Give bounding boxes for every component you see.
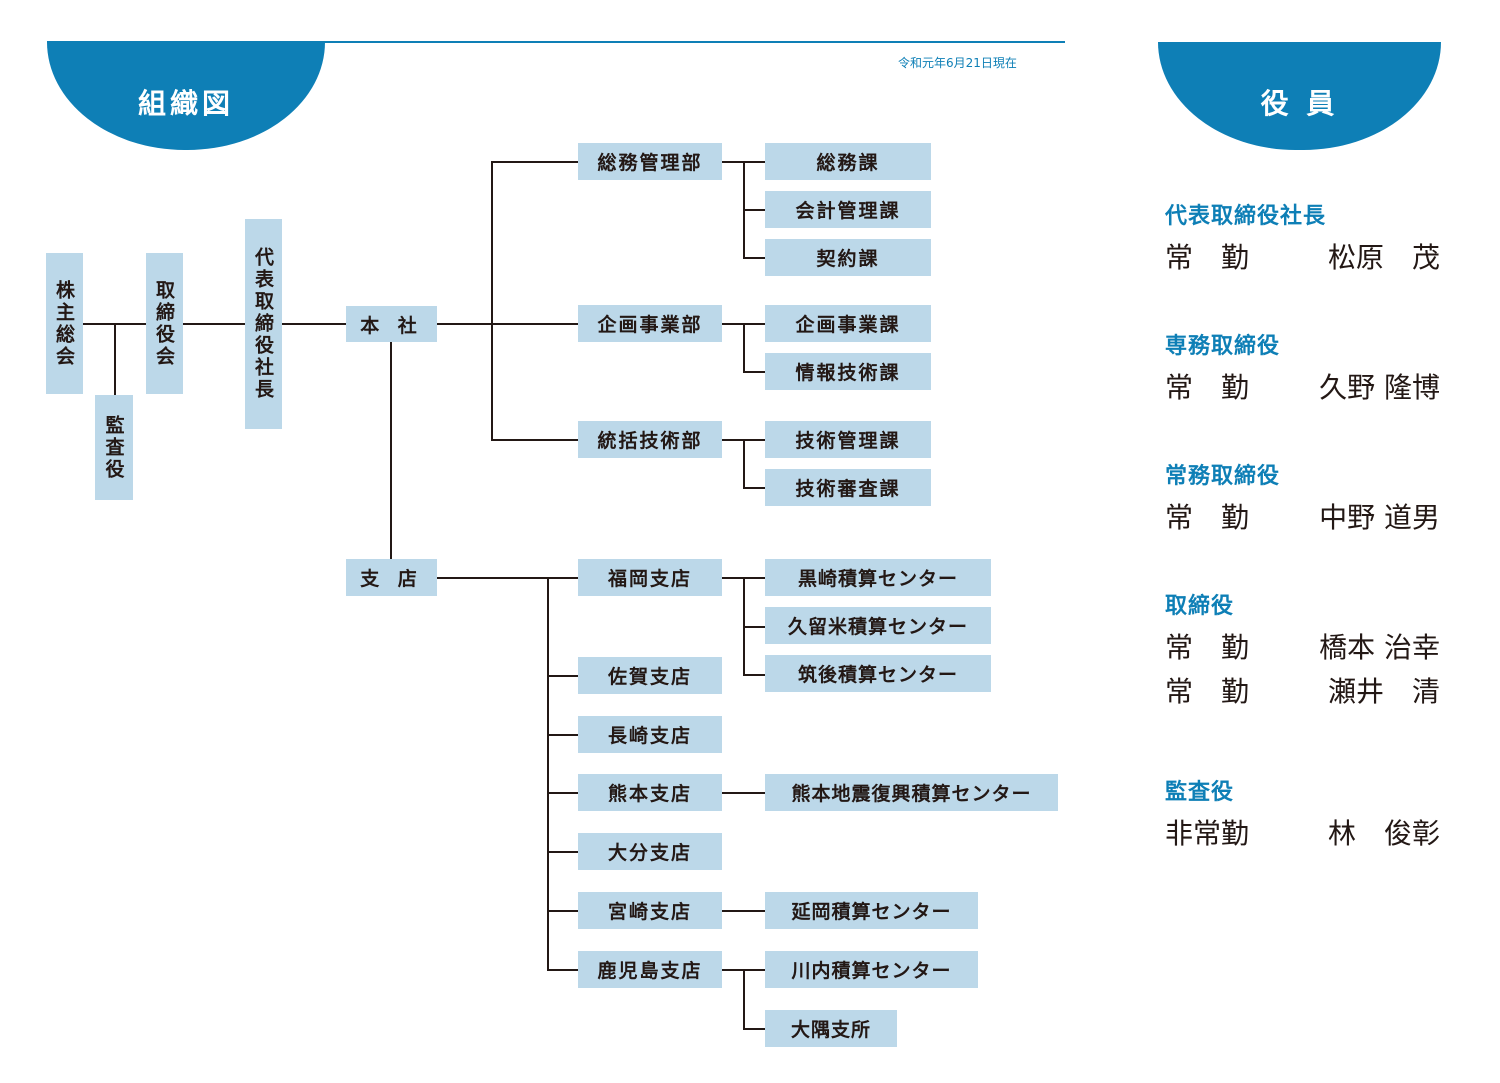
- center-box: 川内積算センター: [765, 951, 978, 988]
- officer-status: 常 勤: [1165, 501, 1250, 534]
- section-box: 情報技術課: [765, 353, 931, 390]
- officer-name: 中野 道男: [1319, 501, 1440, 534]
- branch-office-box: 熊本支店: [578, 774, 722, 811]
- section-box: 会計管理課: [765, 191, 931, 228]
- as-of-date: 令和元年6月21日現在: [898, 56, 1017, 70]
- officer-role: 取締役: [1165, 594, 1235, 619]
- section-box: 契約課: [765, 239, 931, 276]
- branch-office-box: 佐賀支店: [578, 657, 722, 694]
- dept-box: 統括技術部: [578, 421, 722, 458]
- branch-box: 支 店: [346, 559, 437, 596]
- dept-box: 総務管理部: [578, 143, 722, 180]
- dept-box: 企画事業部: [578, 305, 722, 342]
- branch-office-box: 宮崎支店: [578, 892, 722, 929]
- officers-title: 役 員: [1260, 87, 1339, 120]
- officers-tab: 役 員: [1158, 42, 1441, 150]
- head-office-box: 本 社: [346, 306, 437, 342]
- officer-status: 常 勤: [1165, 241, 1250, 274]
- branch-office-box: 長崎支店: [578, 716, 722, 753]
- board-box: 取締役会: [146, 253, 183, 394]
- org-chart-tab: 組織図: [47, 42, 325, 150]
- officer-name: 久野 隆博: [1319, 371, 1440, 404]
- branch-office-box: 鹿児島支店: [578, 951, 722, 988]
- center-box: 延岡積算センター: [765, 892, 978, 929]
- section-box: 総務課: [765, 143, 931, 180]
- branch-office-box: 大分支店: [578, 833, 722, 870]
- officer-role: 監査役: [1165, 780, 1235, 805]
- header-rule: [47, 41, 1065, 43]
- center-box: 黒崎積算センター: [765, 559, 991, 596]
- branch-office-box: 福岡支店: [578, 559, 722, 596]
- officer-status: 常 勤: [1165, 371, 1250, 404]
- officer-role: 専務取締役: [1165, 334, 1281, 359]
- officer-status: 常 勤: [1165, 675, 1250, 708]
- center-box: 大隅支所: [765, 1010, 897, 1047]
- auditor-box: 監査役: [95, 395, 133, 500]
- officer-name: 松原 茂: [1327, 241, 1440, 274]
- officer-name: 橋本 治幸: [1319, 631, 1440, 664]
- center-box: 久留米積算センター: [765, 607, 991, 644]
- section-box: 技術管理課: [765, 421, 931, 458]
- president-box: 代表取締役社長: [245, 219, 282, 429]
- officer-role: 代表取締役社長: [1165, 204, 1327, 229]
- shareholders-meeting-box: 株主総会: [46, 253, 83, 394]
- officer-status: 常 勤: [1165, 631, 1250, 664]
- center-box: 熊本地震復興積算センター: [765, 774, 1058, 811]
- officer-name: 林 俊彰: [1327, 817, 1440, 850]
- officer-status: 非常勤: [1165, 817, 1250, 850]
- officer-name: 瀬井 清: [1327, 675, 1440, 708]
- org-chart-title: 組織図: [137, 87, 234, 120]
- section-box: 企画事業課: [765, 305, 931, 342]
- officer-role: 常務取締役: [1165, 464, 1281, 489]
- section-box: 技術審査課: [765, 469, 931, 506]
- center-box: 筑後積算センター: [765, 655, 991, 692]
